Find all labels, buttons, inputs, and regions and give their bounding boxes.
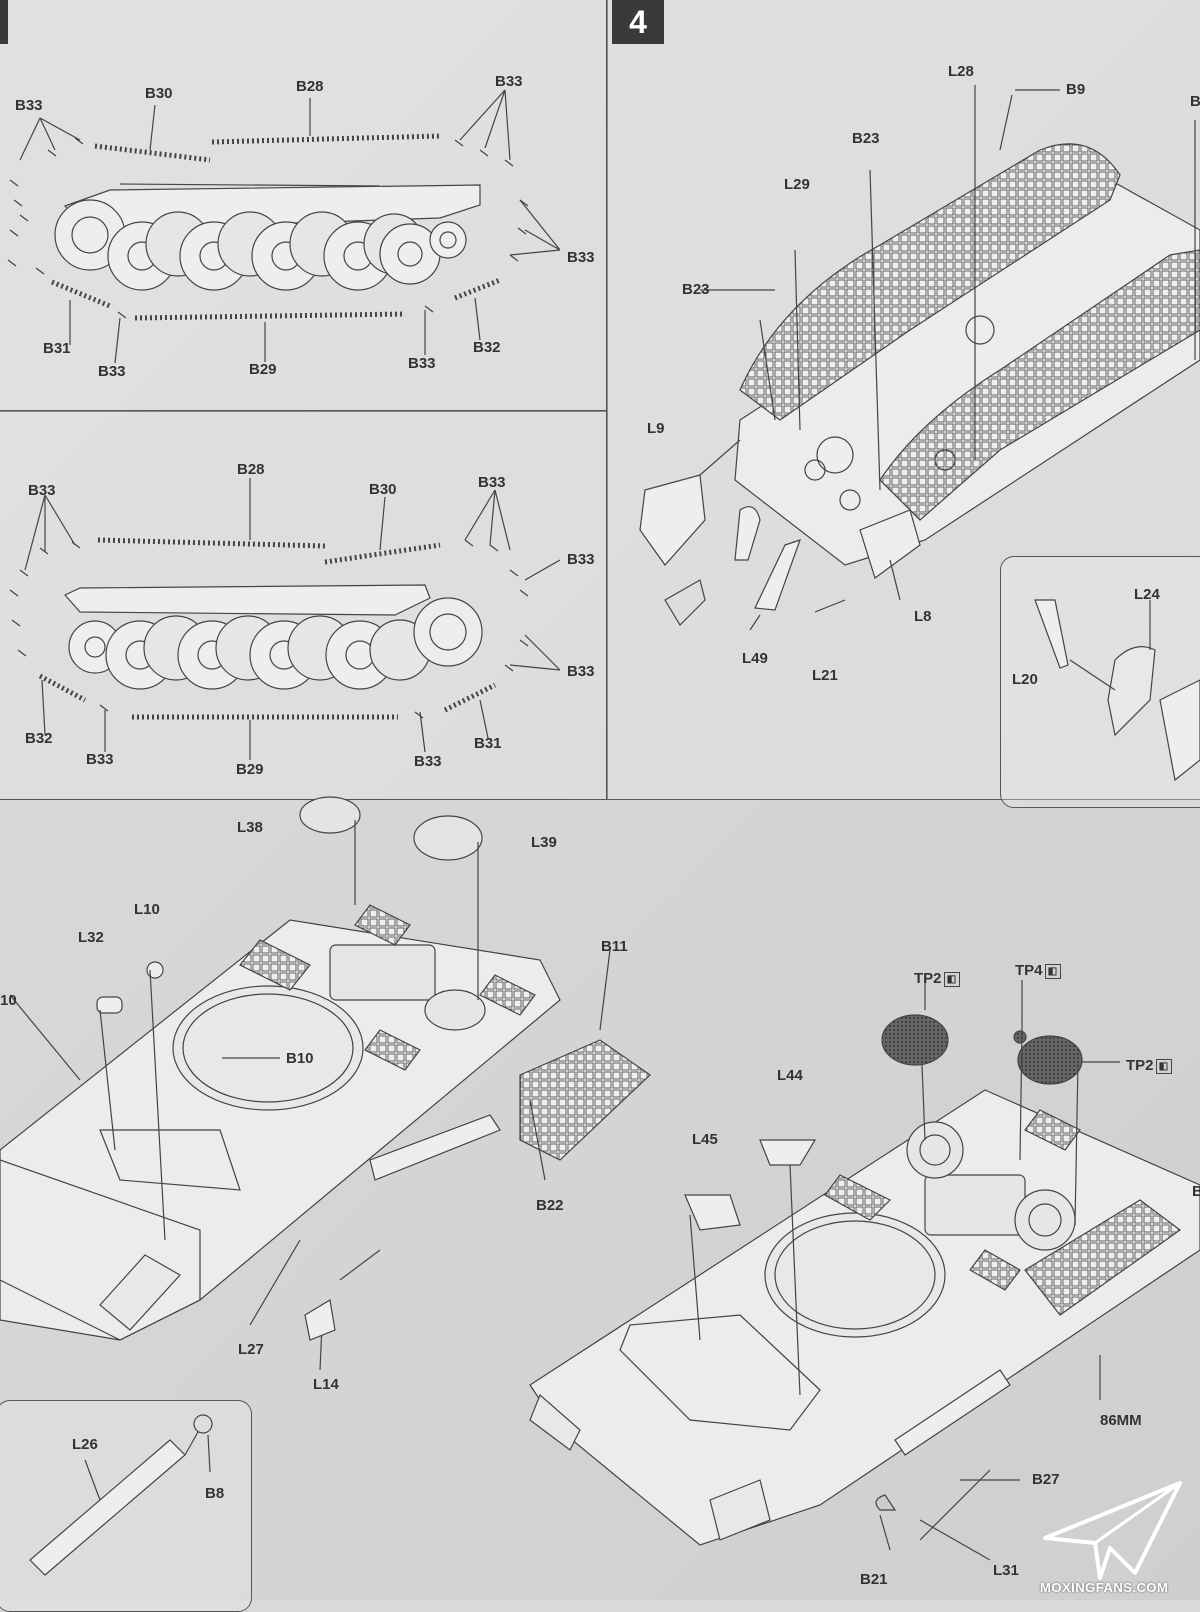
- photo-etch-icon: ◧: [943, 971, 960, 987]
- label-l49: L49: [742, 650, 768, 667]
- panel-inset-l20-l24: [1000, 556, 1200, 808]
- label-b23: B23: [852, 130, 880, 147]
- label-b10: B10: [286, 1050, 314, 1067]
- label-l32: L32: [78, 929, 104, 946]
- label-l21: L21: [812, 667, 838, 684]
- label-b33: B33: [408, 355, 436, 372]
- previous-step-marker: [0, 0, 8, 44]
- label-b29: B29: [249, 361, 277, 378]
- label-b33: B33: [567, 551, 595, 568]
- label-b33: B33: [28, 482, 56, 499]
- label-l20: L20: [1012, 671, 1038, 688]
- upper-hull-right: [529, 980, 1200, 1561]
- label-l45: L45: [692, 1131, 718, 1148]
- label-86mm: 86MM: [1100, 1412, 1142, 1429]
- label-l28: L28: [948, 63, 974, 80]
- upper-hull-left: [0, 796, 651, 1371]
- tp2-text: TP2: [1126, 1057, 1154, 1074]
- photo-etch-icon: ◧: [1044, 963, 1061, 979]
- label-tp4: TP4◧: [1015, 963, 1061, 979]
- label-b33: B33: [478, 474, 506, 491]
- tp4-text: TP4: [1015, 962, 1043, 979]
- label-b31: B31: [474, 735, 502, 752]
- label-l38: L38: [237, 819, 263, 836]
- label-b30: B30: [369, 481, 397, 498]
- label-l8: L8: [914, 608, 932, 625]
- inset-bracket-drawing: [1034, 599, 1200, 782]
- label-b22: B22: [536, 1197, 564, 1214]
- paper-plane-logo-icon: [1043, 1481, 1182, 1580]
- label-b23: B23: [682, 281, 710, 298]
- label-tp2: TP2◧: [1126, 1058, 1172, 1074]
- label-l24: L24: [1134, 586, 1160, 603]
- label-b11: B11: [601, 938, 628, 955]
- label-b31: B31: [43, 340, 71, 357]
- label-b8: B8: [205, 1485, 225, 1502]
- label-b33: B33: [567, 249, 595, 266]
- label-b-partial: B: [1192, 1183, 1200, 1200]
- label-tp2: TP2◧: [914, 971, 960, 987]
- label-b33: B33: [495, 73, 523, 90]
- label-l27: L27: [238, 1341, 264, 1358]
- tp2-text: TP2: [914, 970, 942, 987]
- label-b32: B32: [473, 339, 501, 356]
- label-b27: B27: [1032, 1471, 1060, 1488]
- label-b33: B33: [86, 751, 114, 768]
- label-partial-10: 10: [0, 992, 17, 1009]
- label-b-partial: B: [1190, 93, 1200, 110]
- hull-with-tracks: [639, 85, 1200, 631]
- label-b33: B33: [414, 753, 442, 770]
- label-b33: B33: [98, 363, 126, 380]
- label-b29: B29: [236, 761, 264, 778]
- label-l14: L14: [313, 1376, 339, 1393]
- step-number-badge: 4: [612, 0, 664, 44]
- label-b33: B33: [15, 97, 43, 114]
- label-b9: B9: [1066, 81, 1086, 98]
- label-l31: L31: [993, 1562, 1019, 1579]
- label-l29: L29: [784, 176, 810, 193]
- label-l39: L39: [531, 834, 557, 851]
- label-b30: B30: [145, 85, 173, 102]
- label-b28: B28: [237, 461, 265, 478]
- running-gear-left: [7, 89, 561, 364]
- inset-tube-drawing: [29, 1414, 213, 1576]
- watermark-text: MOXINGFANS.COM: [1040, 1580, 1169, 1595]
- label-l26: L26: [72, 1436, 98, 1453]
- label-b33: B33: [567, 663, 595, 680]
- label-b21: B21: [860, 1571, 888, 1588]
- label-l9: L9: [647, 420, 665, 437]
- running-gear-right: [9, 478, 561, 760]
- label-b28: B28: [296, 78, 324, 95]
- label-b32: B32: [25, 730, 53, 747]
- photo-etch-icon: ◧: [1155, 1058, 1172, 1074]
- label-l10: L10: [134, 901, 160, 918]
- label-l44: L44: [777, 1067, 803, 1084]
